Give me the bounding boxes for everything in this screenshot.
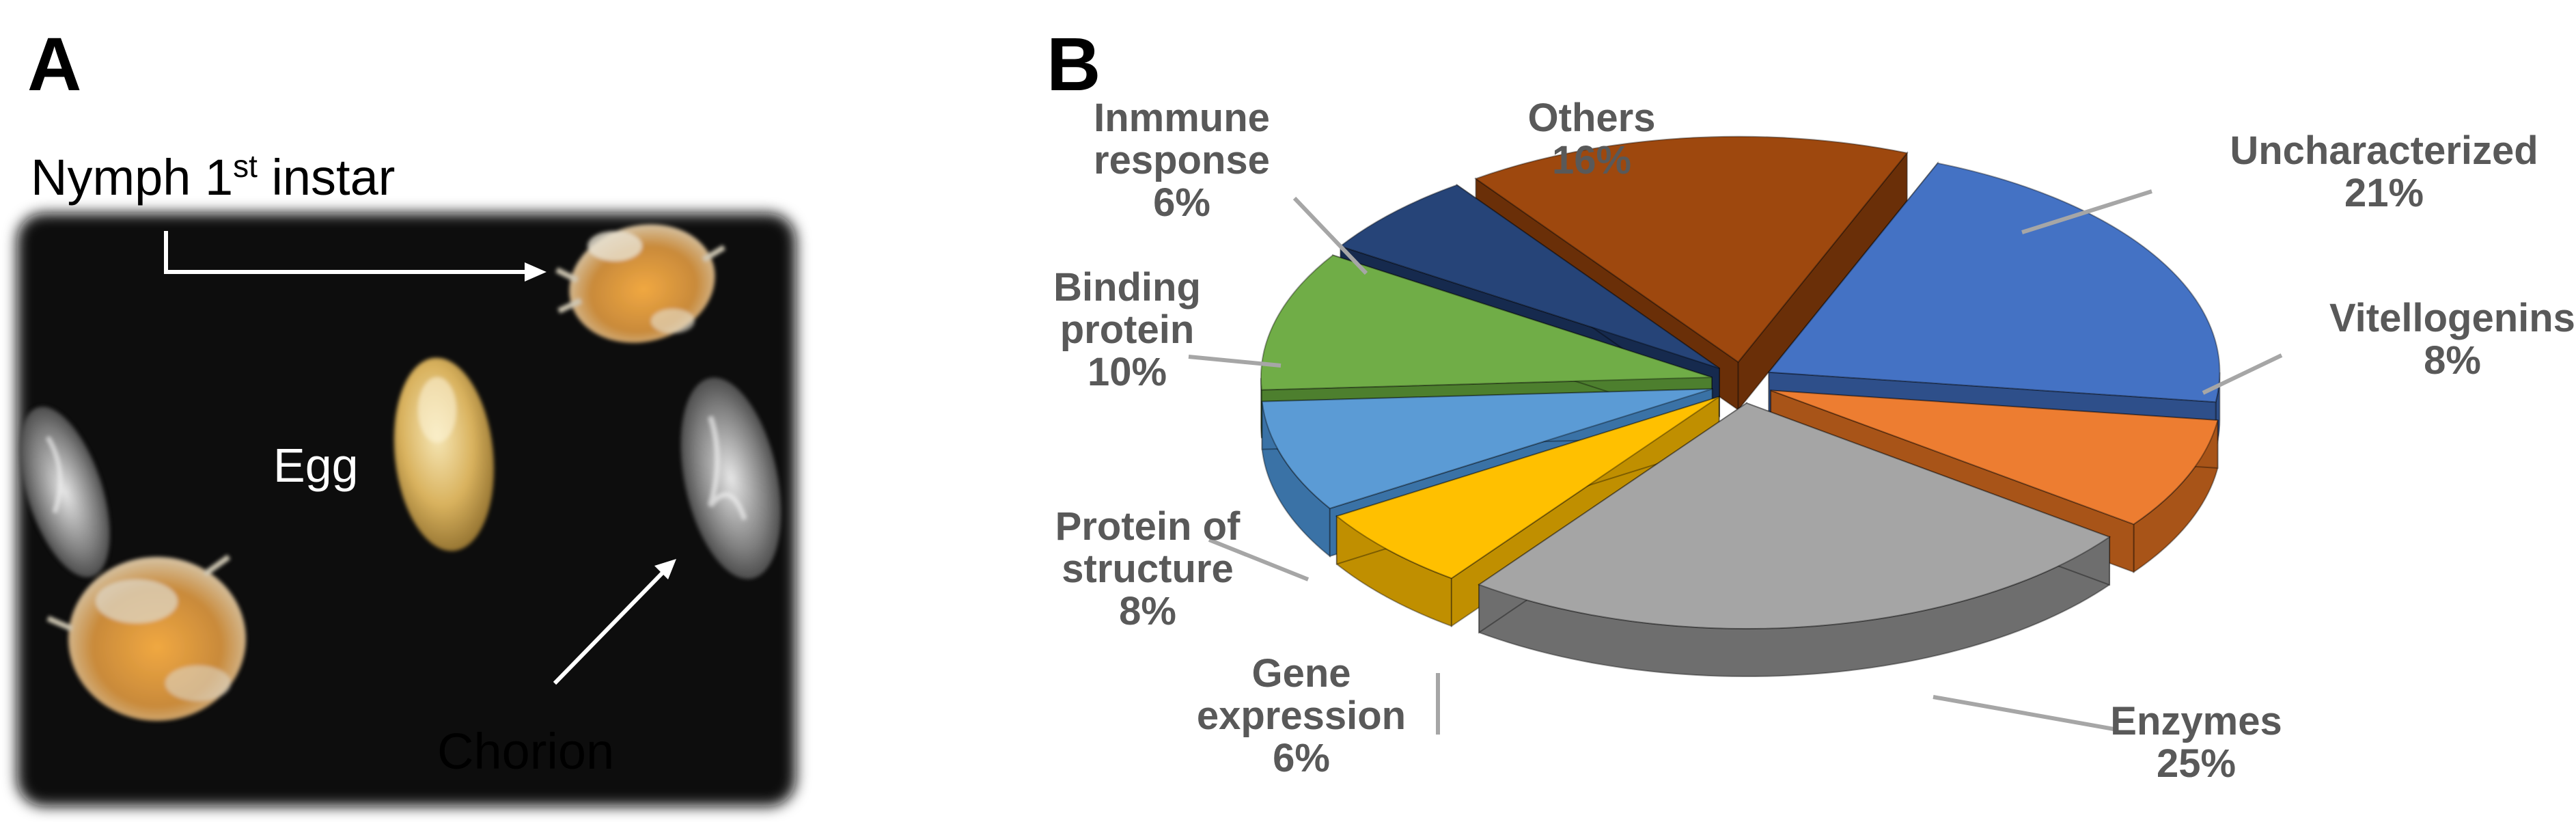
nymph-arrow [164, 231, 546, 282]
slice-name-label-6: response [1094, 138, 1270, 182]
chorion-label: Chorion [437, 723, 614, 780]
left-specimens [20, 407, 246, 721]
leader-line-2 [1933, 695, 2118, 732]
slice-percent-label-5: 10% [1088, 350, 1167, 394]
slice-name-label-4: Protein of [1055, 504, 1241, 549]
slice-name-label-2: Enzymes [2110, 699, 2282, 743]
pie-chart [1260, 135, 2221, 678]
slice-name-label-4: structure [1062, 547, 1233, 591]
specimen-photo: Egg [10, 205, 803, 813]
pie-slice-uncharacterized [1767, 162, 2221, 403]
slice-percent-label-1: 8% [2424, 338, 2481, 383]
slice-percent-label-0: 21% [2344, 171, 2424, 215]
slice-percent-label-6: 6% [1153, 180, 1210, 225]
nymph-label-main: Nymph 1 [31, 149, 233, 206]
slice-percent-label-3: 6% [1273, 736, 1330, 780]
chorion-specimen [680, 377, 781, 579]
slice-name-label-7: Others [1528, 96, 1656, 140]
slice-name-label-3: Gene [1251, 651, 1351, 696]
egg-specimen [393, 357, 495, 551]
pie-slice-enzymes [1477, 402, 2111, 630]
slice-name-label-5: Binding [1053, 265, 1201, 310]
slice-name-label-5: protein [1060, 307, 1195, 352]
leader-line-6 [1292, 196, 1368, 275]
leader-line-4 [1208, 538, 1310, 581]
panel-b-letter: B [1047, 23, 1100, 107]
slice-percent-label-4: 8% [1119, 589, 1176, 633]
leader-line-1 [2202, 353, 2283, 395]
leader-line-0 [2021, 189, 2152, 234]
pie-slice-protein-of-structure [1261, 388, 1713, 510]
panel-a-letter: A [27, 23, 81, 107]
leader-line-5 [1188, 355, 1282, 368]
leader-lines [1188, 189, 2283, 735]
slice-labels: Uncharacterized21%Vitellogenins8%Enzymes… [1053, 96, 2575, 786]
slice-name-label-3: expression [1197, 694, 1406, 738]
nymph-label: Nymph 1st instar [31, 148, 395, 206]
pie-slice-others [1474, 135, 1909, 364]
pie-slice-gene-expression [1335, 396, 1720, 579]
pie-slice-binding-protein [1260, 254, 1713, 391]
pie-slice-vitellogenins [1770, 389, 2219, 525]
nymph-label-superscript: st [233, 148, 258, 184]
egg-label: Egg [273, 439, 359, 492]
slice-name-label-0: Uncharacterized [2230, 128, 2538, 173]
pie-slice-side-5 [1260, 378, 1262, 438]
nymph-label-tail: instar [258, 149, 396, 206]
slice-percent-label-7: 16% [1552, 138, 1631, 182]
nymph-top-specimen [555, 224, 726, 343]
chorion-arrow [553, 559, 676, 685]
pie-slice-inmmune-response [1339, 184, 1720, 369]
slice-percent-label-2: 25% [2157, 741, 2236, 786]
slice-name-label-1: Vitellogenins [2329, 296, 2575, 340]
slice-name-label-6: Inmmune [1094, 96, 1270, 140]
